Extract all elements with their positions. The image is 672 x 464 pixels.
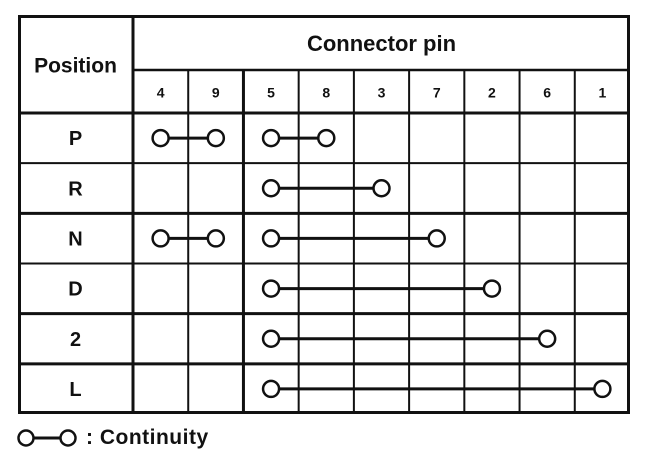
position-row-label: R [68,178,83,200]
pin-number-label: 9 [212,84,220,100]
position-row-label: D [68,279,82,301]
table-grid: Position Connector pin 4 9 5 8 3 7 2 6 1P R N D 2L [18,15,630,414]
position-row-label: L [69,379,81,401]
continuity-circle [372,179,391,198]
pin-number-label: 1 [598,84,606,100]
continuity-circle [206,128,226,148]
continuity-circle [261,329,281,348]
legend-label: : Continuity [86,426,209,449]
connector-pin-header-label: Connector pin [307,31,456,56]
pin-number-label: 7 [433,84,441,100]
pin-number-label: 8 [322,84,330,100]
position-header-label: Position [34,54,117,77]
continuity-circle [261,229,281,248]
position-row-label: 2 [70,329,81,351]
table-outer-border [18,15,630,414]
continuity-circle [427,229,446,248]
pin-number-label: 5 [267,84,275,100]
continuity-circle [261,128,281,148]
legend: : Continuity [16,424,209,452]
continuity-symbol-icon [17,429,77,447]
position-row-label: P [69,128,82,150]
pin-number-label: 6 [543,84,551,100]
continuity-circle [261,379,281,399]
continuity-circle [537,329,557,348]
continuity-circle [317,128,336,148]
continuity-circle [261,179,281,198]
position-row-label: N [68,228,82,250]
continuity-circle [151,128,170,148]
continuity-circle [482,279,502,298]
continuity-circle [593,379,612,399]
continuity-circle [206,229,226,248]
continuity-circle [261,279,281,298]
pin-number-label: 4 [157,84,165,100]
pin-number-label: 2 [488,84,496,100]
continuity-circle [151,229,170,248]
pin-number-label: 3 [378,84,386,100]
